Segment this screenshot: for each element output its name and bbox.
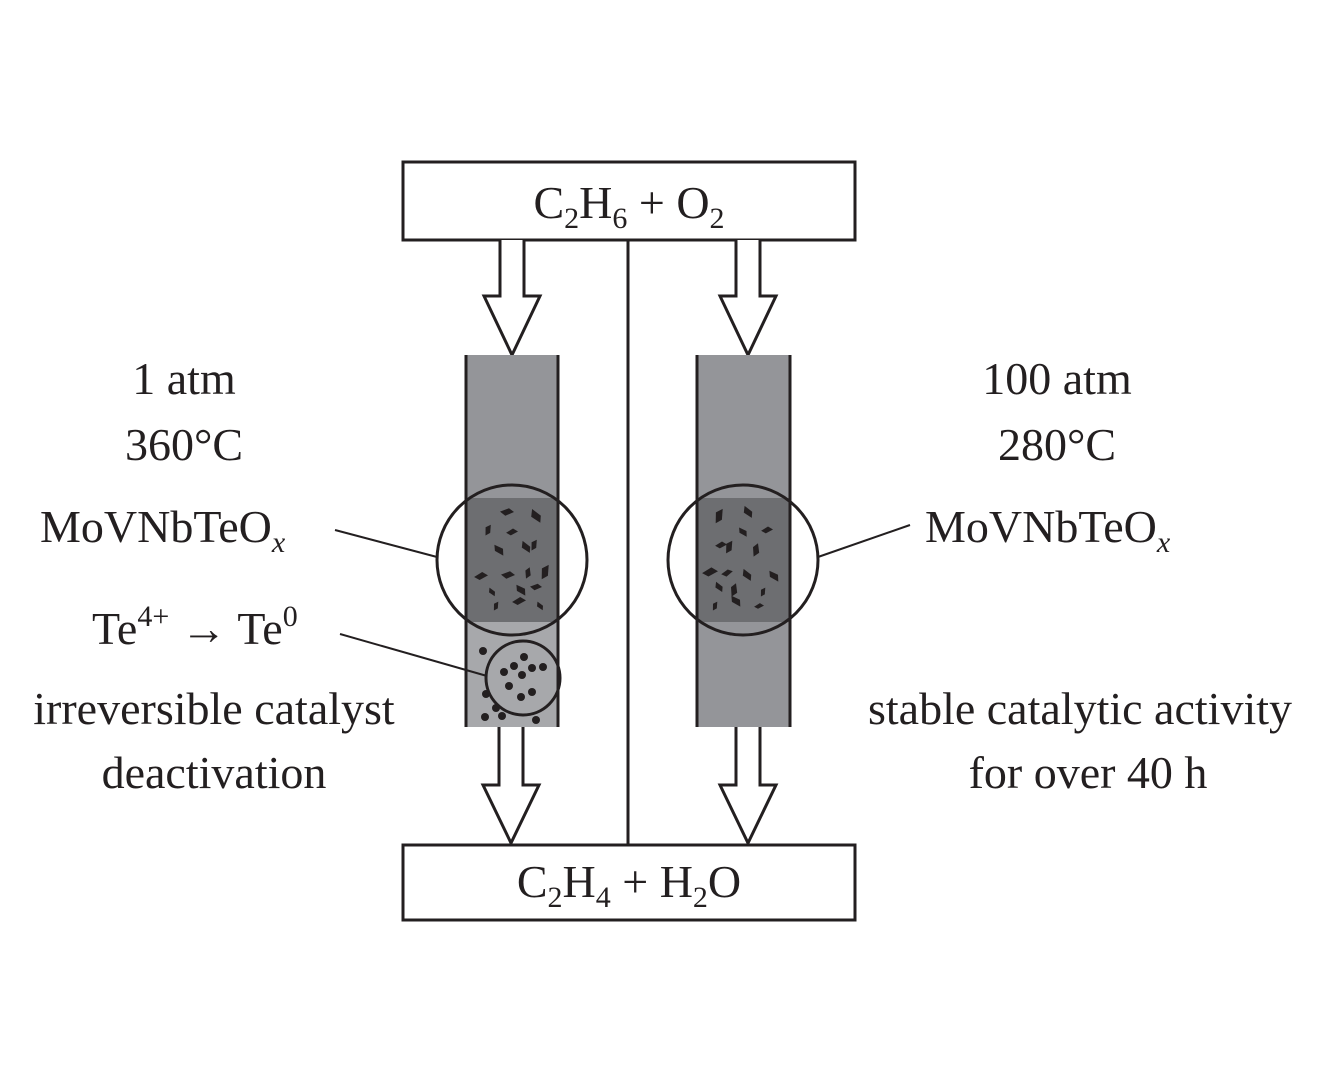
catalyst-particle — [512, 597, 526, 605]
catalyst-particle — [769, 570, 779, 582]
catalyst-particle — [731, 595, 741, 607]
te-reduction-zoom-circle — [484, 639, 562, 717]
right-inlet-arrow — [717, 240, 779, 359]
te-leader — [339, 633, 488, 677]
te-reduction-label: Te4+ → Te0 — [92, 600, 298, 654]
catalyst-particle — [715, 508, 723, 524]
right-result-line2: for over 40 h — [969, 747, 1208, 798]
left-catalyst-bed — [467, 498, 557, 622]
catalyst-particle — [493, 601, 499, 611]
catalyst-particle — [489, 587, 495, 597]
catalyst-particle — [516, 584, 526, 596]
left-temperature: 360°C — [125, 419, 243, 470]
catalyst-particle — [506, 528, 518, 536]
right-temperature: 280°C — [998, 419, 1116, 470]
outlet-box: C2H4 + H2O — [401, 843, 857, 922]
catalyst-particle — [494, 544, 504, 556]
catalyst-particle — [531, 539, 537, 551]
catalyst-particle — [525, 567, 531, 579]
catalyst-particle — [474, 572, 488, 580]
catalyst-particle — [485, 524, 491, 536]
catalyst-particle — [712, 601, 718, 611]
catalyst-particle — [715, 581, 723, 592]
catalyst-particle — [754, 603, 764, 609]
catalyst-particle — [761, 526, 773, 534]
right-catalyst-label: MoVNbTeOx — [925, 501, 1171, 559]
inlet-label: C2H6 + O2 — [533, 177, 724, 235]
catalyst-particle — [530, 583, 542, 591]
outlet-label: C2H4 + H2O — [517, 856, 741, 914]
left-outlet-arrow — [480, 727, 542, 847]
catalyst-particle — [726, 540, 733, 554]
left-pressure: 1 atm — [132, 353, 236, 404]
left-catalyst-leader — [334, 529, 438, 558]
te-metal-dots — [479, 647, 547, 724]
catalyst-particle — [537, 601, 543, 611]
catalyst-particle — [500, 508, 514, 516]
right-catalyst-leader — [817, 524, 911, 558]
catalyst-particle — [501, 571, 515, 579]
left-result-line1: irreversible catalyst — [33, 683, 395, 734]
right-reactor-tube — [666, 355, 820, 727]
right-outlet-arrow — [717, 727, 779, 847]
catalyst-particle — [541, 564, 549, 580]
right-catalyst-zoom-circle — [666, 483, 820, 637]
catalyst-particle — [531, 509, 541, 523]
right-pressure: 100 atm — [982, 353, 1132, 404]
catalyst-particle — [715, 541, 727, 549]
right-result-line1: stable catalytic activity — [868, 683, 1292, 734]
left-result-line2: deactivation — [102, 747, 327, 798]
catalyst-particle — [760, 587, 766, 597]
catalyst-particle — [743, 505, 753, 518]
catalyst-particle — [702, 567, 718, 577]
catalyst-particle — [731, 583, 738, 597]
left-catalyst-zoom-circle — [435, 483, 589, 637]
inlet-box: C2H6 + O2 — [401, 160, 857, 242]
catalyst-particle — [739, 527, 747, 537]
left-inlet-arrow — [481, 240, 543, 359]
left-catalyst-label: MoVNbTeOx — [40, 501, 286, 559]
catalyst-particle — [721, 569, 733, 577]
left-reactor-tube — [435, 355, 589, 727]
catalyst-particle — [521, 540, 531, 553]
catalyst-particle — [742, 568, 752, 581]
right-catalyst-bed — [698, 498, 789, 622]
catalyst-particle — [753, 543, 760, 557]
